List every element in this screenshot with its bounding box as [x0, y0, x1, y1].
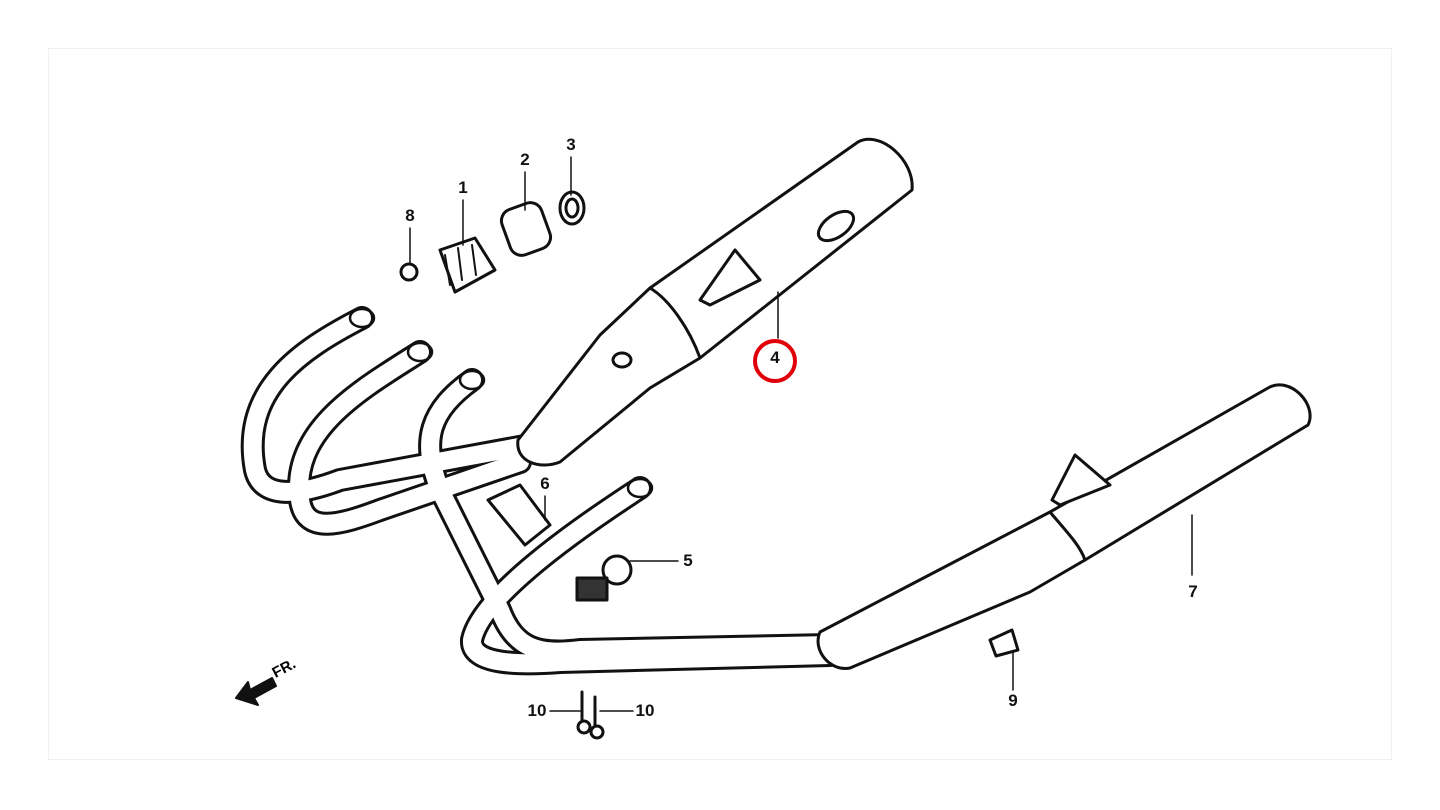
gasket-part-1[interactable] [438, 236, 497, 294]
callout-4[interactable]: 4 [770, 348, 780, 367]
muffler-part-7[interactable] [816, 383, 1312, 670]
callout-9[interactable]: 9 [1008, 691, 1018, 710]
callout-1[interactable]: 1 [458, 178, 468, 197]
ring-part-3[interactable] [558, 190, 586, 226]
callout-8[interactable]: 8 [405, 206, 415, 225]
callout-2[interactable]: 2 [520, 150, 530, 169]
leader-lines [409, 156, 1014, 712]
callout-6[interactable]: 6 [540, 474, 550, 493]
bolts-part-10[interactable] [576, 690, 605, 740]
callout-7[interactable]: 7 [1188, 582, 1198, 601]
callout-3[interactable]: 3 [566, 135, 576, 154]
header-pipes [240, 306, 842, 676]
callout-5[interactable]: 5 [683, 551, 693, 570]
callout-10-left[interactable]: 10 [527, 701, 547, 720]
joint-part-6[interactable] [486, 483, 552, 547]
front-arrow-icon [235, 677, 277, 706]
nut-part-8[interactable] [399, 262, 419, 282]
rubber-part-9[interactable] [988, 628, 1020, 658]
clamp-part-5[interactable] [575, 554, 633, 602]
muffler-part-4[interactable] [516, 137, 914, 467]
collar-part-2[interactable] [498, 199, 554, 258]
diagram-frame [48, 48, 1392, 760]
highlight-circle [753, 339, 797, 383]
callout-10-right[interactable]: 10 [635, 701, 655, 720]
